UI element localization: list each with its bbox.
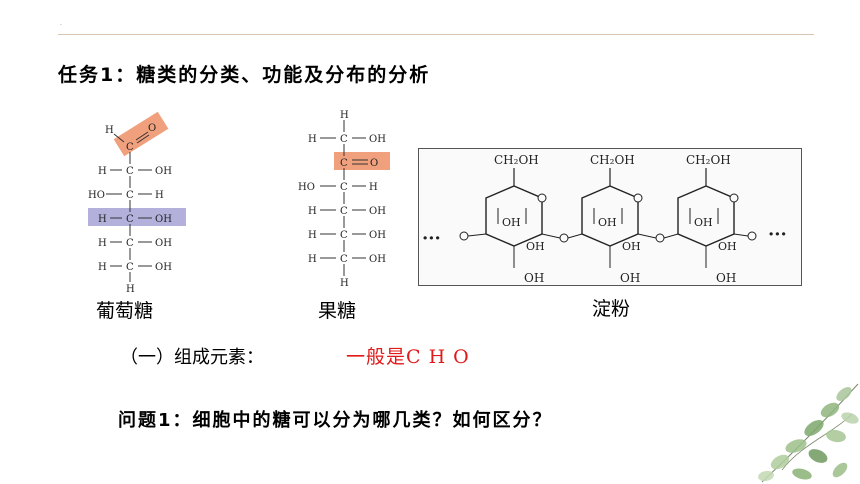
fructose-atom: H — [308, 230, 317, 241]
glucose-atom: H — [105, 125, 114, 136]
fructose-atom: C — [340, 182, 348, 193]
glucose-atom: C — [126, 166, 134, 177]
header-divider — [58, 34, 814, 35]
fructose-atom: OH — [369, 230, 386, 241]
glucose-ring-3: CH₂OH OH OH OH — [677, 153, 739, 285]
ch2oh-label: CH₂OH — [590, 153, 635, 167]
oh-label: OH — [502, 216, 521, 229]
glucose-atom: H — [98, 262, 107, 273]
glucose-atom: OH — [155, 262, 172, 273]
decorative-dot: · — [60, 22, 62, 29]
glucose-atom: C — [126, 238, 134, 249]
fructose-atom: H — [340, 110, 349, 121]
fructose-atom: C — [340, 254, 348, 265]
elements-answer: 一般是C H O — [346, 346, 470, 368]
fructose-ketone-highlight — [334, 152, 390, 170]
oh-label: OH — [718, 240, 737, 253]
oh-label: OH — [622, 240, 641, 253]
glucose-structure: H C O H C OH HO C H H C OH H C OH H C OH… — [88, 112, 186, 295]
elements-label: （一）组成元素： — [120, 347, 264, 368]
fructose-atom: H — [340, 278, 349, 289]
oh-label: OH — [598, 216, 617, 229]
ch2oh-label: CH₂OH — [686, 153, 731, 167]
glucose-atom: O — [148, 123, 156, 134]
glucose-atom: H — [98, 238, 107, 249]
oh-label: OH — [524, 271, 544, 285]
glucose-atom: H — [155, 190, 164, 201]
glucose-atom: HO — [88, 190, 105, 201]
leaf-decoration — [758, 383, 859, 483]
fructose-atom: H — [308, 206, 317, 217]
glucose-hydroxyl-highlight — [88, 208, 186, 226]
glucose-atom: C — [126, 262, 134, 273]
fructose-atom: C — [340, 230, 348, 241]
glucose-caption: 葡萄糖 — [96, 300, 154, 322]
oh-label: OH — [526, 240, 545, 253]
starch-structure: ··· ··· CH₂OH OH OH OH CH₂OH OH OH OH — [422, 153, 787, 285]
starch-ellipsis-left: ··· — [422, 228, 441, 249]
ch2oh-label: CH₂OH — [494, 153, 539, 167]
fructose-atom: O — [370, 158, 378, 169]
fructose-atom: H — [308, 134, 317, 145]
glucose-atom: OH — [155, 166, 172, 177]
glucose-ring-1: CH₂OH OH OH OH — [485, 153, 547, 285]
glucose-atom: C — [126, 190, 134, 201]
oh-label: OH — [716, 271, 736, 285]
glucose-aldehyde-highlight — [113, 112, 169, 157]
glucose-atom: OH — [155, 238, 172, 249]
glucose-atom: H — [98, 166, 107, 177]
fructose-atom: H — [369, 182, 378, 193]
fructose-atom: OH — [369, 134, 386, 145]
fructose-atom: OH — [369, 206, 386, 217]
glucose-atom: C — [126, 214, 134, 225]
starch-ellipsis-right: ··· — [768, 224, 787, 245]
glucose-ring-2: CH₂OH OH OH OH — [581, 153, 643, 285]
fructose-structure: H H C OH C O HO C H H C OH H C OH H C OH… — [298, 110, 390, 289]
glucose-atom: H — [98, 214, 107, 225]
glucose-atom: C — [126, 142, 134, 153]
fructose-atom: C — [340, 134, 348, 145]
fructose-atom: H — [308, 254, 317, 265]
slide-title: 任务1：糖类的分类、功能及分布的分析 — [58, 64, 431, 86]
glucose-atom: OH — [155, 214, 172, 225]
fructose-caption: 果糖 — [318, 300, 357, 322]
fructose-atom: C — [340, 158, 348, 169]
fructose-atom: HO — [298, 182, 315, 193]
starch-caption: 淀粉 — [592, 298, 631, 320]
fructose-atom: OH — [369, 254, 386, 265]
question-1: 问题1：细胞中的糖可以分为哪几类？如何区分？ — [118, 410, 553, 431]
fructose-atom: C — [340, 206, 348, 217]
oh-label: OH — [620, 271, 640, 285]
glucose-atom: H — [126, 284, 135, 295]
oh-label: OH — [694, 216, 713, 229]
